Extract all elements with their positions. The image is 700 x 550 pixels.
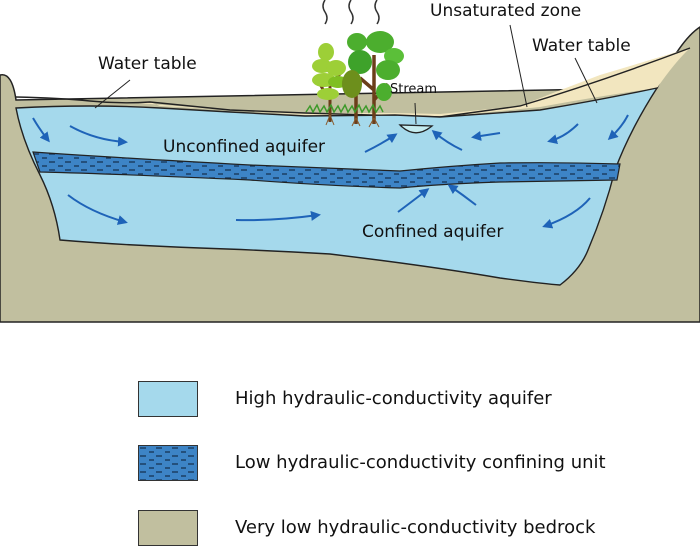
flow-arrow-icon [32, 117, 50, 143]
flow-arrow-icon [471, 130, 501, 141]
unsaturated-zone-label: Unsaturated zone [430, 1, 582, 21]
stream-label: Stream [390, 82, 438, 97]
tree-icon [342, 31, 404, 124]
legend-swatch-bedrock [138, 510, 198, 546]
flow-arrow-icon [607, 114, 629, 141]
unsaturated-zone-top [15, 47, 691, 118]
flow-arrow-icon [431, 130, 463, 151]
confined-aquifer-label: Confined aquifer [362, 222, 504, 242]
grass [305, 103, 384, 114]
water-table-right-leader [574, 57, 598, 104]
groundwater-cross-section-diagram [0, 0, 700, 323]
aquifer [15, 86, 659, 286]
flow-arrow-icon [542, 197, 591, 229]
flow-arrow-icon [69, 125, 128, 147]
water-table-left-leader [94, 79, 131, 109]
flow-arrow-icon [364, 133, 398, 153]
confining-unit [32, 151, 621, 189]
legend-label-aquifer: High hydraulic-conductivity aquifer [235, 388, 552, 409]
unsaturated-zone-leader [509, 24, 528, 108]
unconfined-aquifer-label: Unconfined aquifer [163, 137, 326, 157]
flow-arrow-icon [447, 184, 477, 206]
flow-arrow-icon [397, 188, 430, 213]
legend-swatch-aquifer [138, 381, 198, 417]
flow-arrow-icon [67, 194, 128, 225]
heat-wave-icon [322, 0, 380, 25]
stream [398, 124, 434, 134]
flow-arrow-icon [235, 211, 321, 222]
legend-label-confining-unit: Low hydraulic-conductivity confining uni… [235, 452, 606, 473]
water-table-right-label: Water table [532, 36, 631, 56]
stream-leader-line [414, 102, 417, 125]
legend-label-bedrock: Very low hydraulic-conductivity bedrock [235, 517, 596, 538]
legend-swatch-confining-unit [138, 445, 198, 481]
flow-arrow-icon [547, 123, 579, 145]
roots [325, 114, 380, 128]
water-table-left-label: Water table [98, 54, 197, 74]
